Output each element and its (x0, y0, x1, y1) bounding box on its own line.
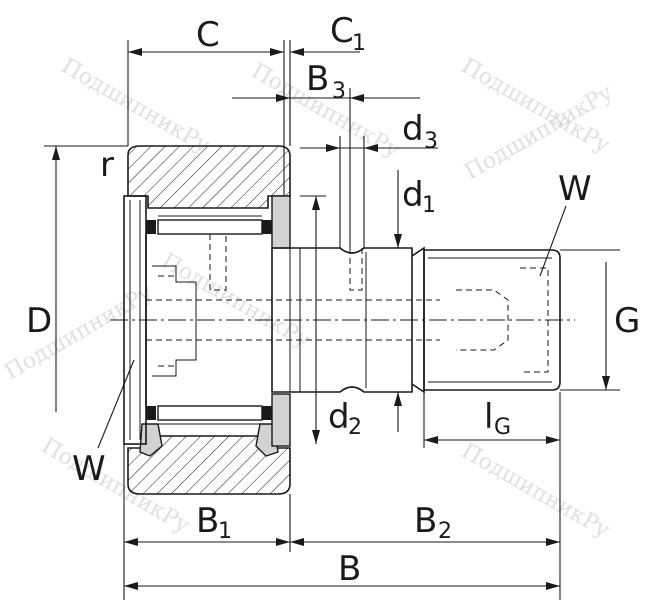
label-D: D (26, 301, 52, 341)
label-d2: d (328, 397, 350, 437)
watermark-5: ПодшипникРу (1, 280, 158, 385)
seal-black-top-right (262, 220, 272, 234)
label-C1: C (330, 11, 354, 51)
lube-channel (146, 234, 440, 341)
label-r: r (100, 145, 114, 185)
dim-d1: d 1 (394, 170, 436, 432)
callout-W-left: W (72, 359, 135, 489)
dim-B: B (124, 549, 560, 590)
label-d3-sub: 3 (424, 129, 438, 154)
label-B2-sub: 2 (438, 519, 452, 544)
needle-roller-top (157, 219, 263, 235)
seal-black-bottom-left (146, 406, 156, 420)
dim-d2: d 2 (300, 195, 362, 444)
dim-G: G (560, 249, 640, 391)
threaded-section (423, 249, 561, 391)
label-B3: B (306, 59, 329, 99)
watermark-8: ПодшипникРу (457, 439, 614, 544)
seal-black-top-left (146, 220, 156, 234)
stud-shank-outline (271, 247, 413, 393)
label-C: C (196, 15, 220, 55)
dim-B1-B2: B 1 B 2 (123, 444, 561, 600)
dim-B3: B 3 (232, 59, 420, 248)
dim-C1: C 1 (283, 11, 366, 196)
label-d3: d (402, 109, 424, 149)
watermark-1: ПодшипникРу (57, 54, 214, 159)
label-W-left: W (72, 449, 106, 489)
label-C1-sub: 1 (352, 31, 366, 56)
label-B1: B (196, 501, 219, 541)
thread-outline (423, 249, 561, 391)
label-B3-sub: 3 (332, 79, 346, 104)
thrust-washer-top (271, 195, 291, 249)
label-d1-sub: 1 (422, 193, 436, 218)
needle-roller-bottom (157, 405, 263, 421)
outer-ring (127, 145, 291, 495)
seal-black-bottom-right (262, 406, 272, 420)
label-W-right: W (558, 169, 592, 209)
label-d2-sub: 2 (348, 415, 362, 440)
label-B2: B (414, 501, 437, 541)
outer-ring-bottom (127, 435, 291, 495)
outer-ring-top (127, 145, 291, 209)
thrust-washer (271, 195, 291, 447)
label-d1: d (402, 175, 424, 215)
dim-lG: l G (423, 392, 561, 448)
label-lG: l (484, 397, 493, 437)
dim-d3: d 3 (300, 109, 438, 248)
thrust-washer-bottom (271, 393, 291, 447)
dim-C: C (127, 15, 291, 146)
label-B1-sub: 1 (218, 519, 232, 544)
label-lG-sub: G (494, 415, 511, 440)
dim-D: D (26, 145, 128, 412)
label-B: B (338, 549, 361, 589)
callout-W-right: W (539, 169, 592, 277)
needle-rollers (157, 215, 263, 425)
label-G: G (614, 301, 640, 341)
